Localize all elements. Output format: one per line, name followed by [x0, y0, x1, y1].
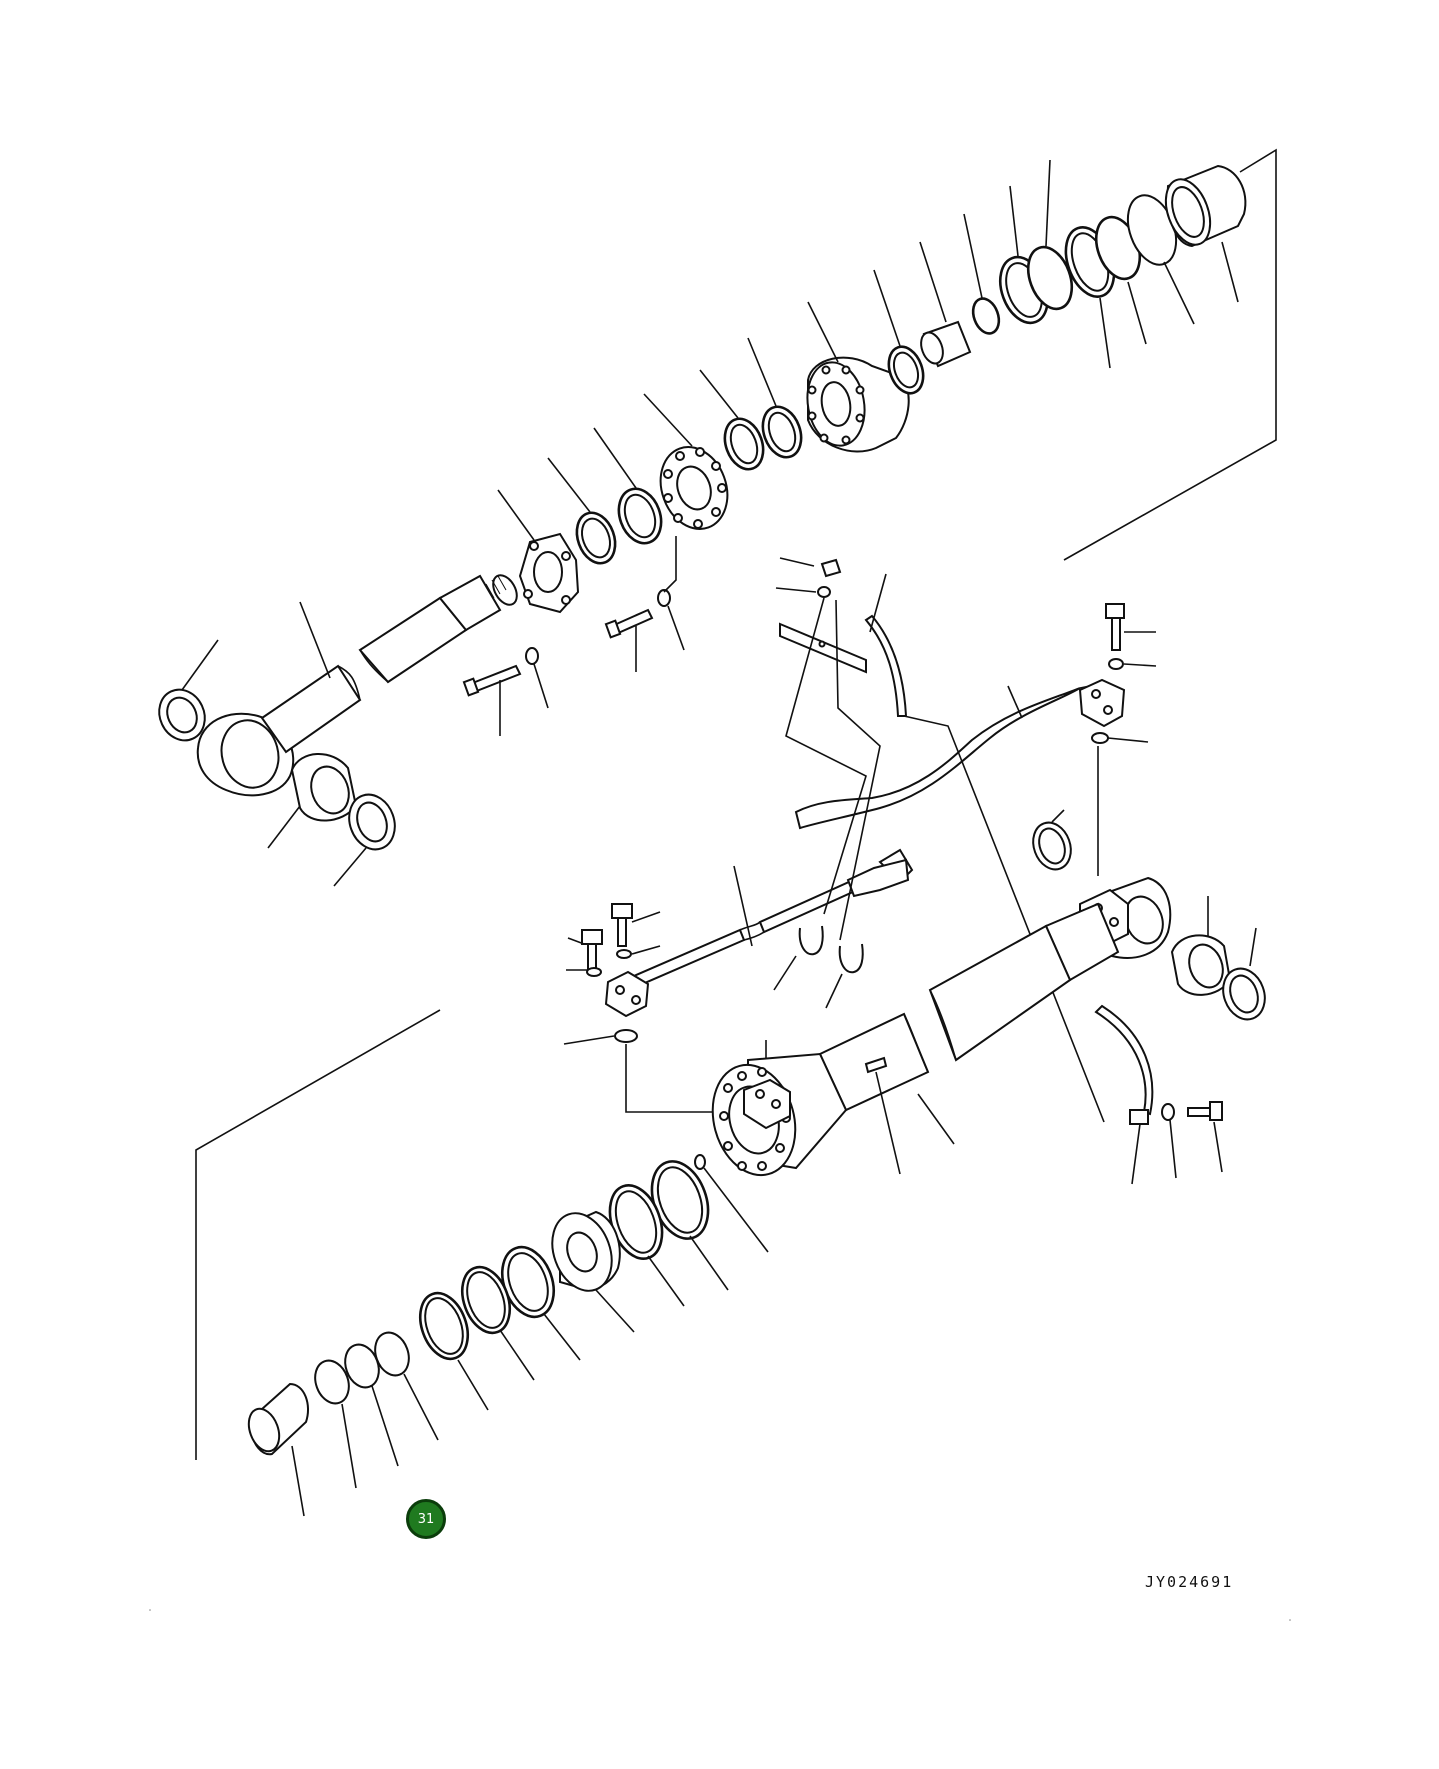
- cylinder-tube: [701, 810, 1272, 1184]
- rod-assembly: [198, 571, 522, 795]
- drawing-code-label: JY024691: [1145, 1573, 1234, 1591]
- upper-seal-rings: [548, 160, 1245, 592]
- rod-eye-bushing: [151, 640, 402, 886]
- flange-plate: [498, 490, 578, 612]
- callout-badge[interactable]: 31: [406, 1499, 446, 1539]
- hose-tube-assembly: [606, 680, 1124, 1016]
- piston-seal-stack: [243, 1154, 768, 1516]
- lower-group-bracket: [196, 1010, 440, 1460]
- upper-group-bracket: [1064, 150, 1276, 560]
- rod-bolts: [464, 590, 684, 736]
